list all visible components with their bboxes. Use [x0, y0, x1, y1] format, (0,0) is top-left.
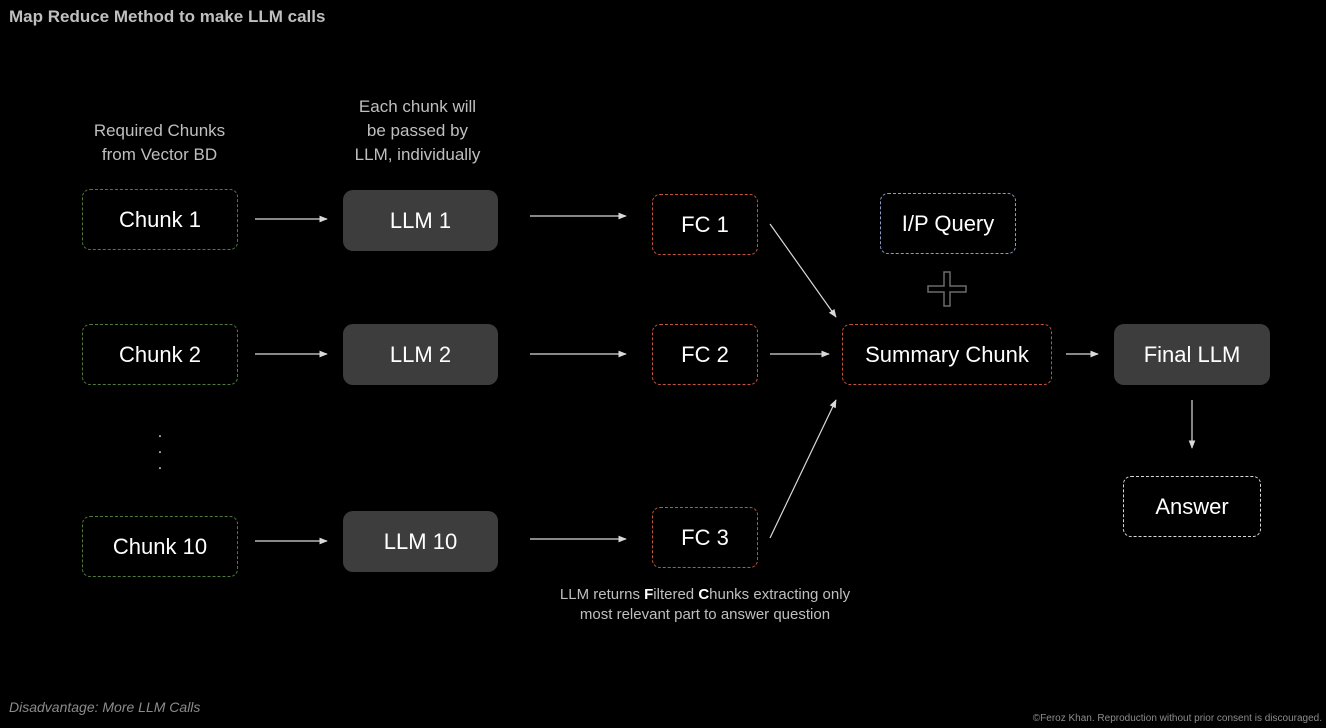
arrow-fc1-summary	[769, 223, 837, 318]
disadvantage-note: Disadvantage: More LLM Calls	[9, 699, 201, 715]
llm-10-box: LLM 10	[343, 511, 498, 572]
chunks-caption-line-2: from Vector BD	[101, 145, 218, 164]
note-bold-f: F	[644, 586, 654, 603]
llm-caption-line-2: be passed by	[366, 121, 469, 140]
filtered-chunks-note: LLM returns Filtered Chunks extracting o…	[530, 585, 880, 625]
llm-caption-line-1: Each chunk will	[358, 97, 477, 116]
ellipsis-dot-2: .	[157, 440, 163, 457]
copyright-notice: ©Feroz Khan. Reproduction without prior …	[1032, 713, 1322, 724]
plus-icon	[927, 271, 967, 307]
chunks-caption-line-1: Required Chunks	[93, 121, 226, 140]
llm-caption: Each chunk will be passed by LLM, indivi…	[330, 95, 505, 167]
llm-1-box: LLM 1	[343, 190, 498, 251]
chunk-1-box: Chunk 1	[82, 189, 238, 250]
note-text-2: iltered	[653, 586, 699, 603]
arrow-fc3-summary	[769, 399, 837, 539]
llm-caption-line-3: LLM, individually	[354, 145, 481, 164]
note-line-1: LLM returns Filtered Chunks extracting o…	[530, 585, 880, 605]
ellipsis-dot-1: .	[157, 424, 163, 441]
page-title: Map Reduce Method to make LLM calls	[9, 7, 326, 26]
chunk-10-box: Chunk 10	[82, 516, 238, 577]
llm-2-box: LLM 2	[343, 324, 498, 385]
summary-chunk-box: Summary Chunk	[842, 324, 1052, 385]
ellipsis-dot-3: .	[157, 456, 163, 473]
ellipsis-dots: . . .	[155, 425, 165, 473]
note-text-3: hunks extracting only	[709, 586, 851, 603]
note-line-2: most relevant part to answer question	[579, 606, 831, 623]
fc-3-box: FC 3	[652, 507, 758, 568]
note-text-1: LLM returns	[559, 586, 645, 603]
input-query-box: I/P Query	[880, 193, 1016, 254]
fc-1-box: FC 1	[652, 194, 758, 255]
final-llm-box: Final LLM	[1114, 324, 1270, 385]
note-bold-c: C	[698, 586, 710, 603]
chunk-2-box: Chunk 2	[82, 324, 238, 385]
chunks-caption: Required Chunks from Vector BD	[72, 119, 247, 167]
fc-2-box: FC 2	[652, 324, 758, 385]
answer-box: Answer	[1123, 476, 1261, 537]
